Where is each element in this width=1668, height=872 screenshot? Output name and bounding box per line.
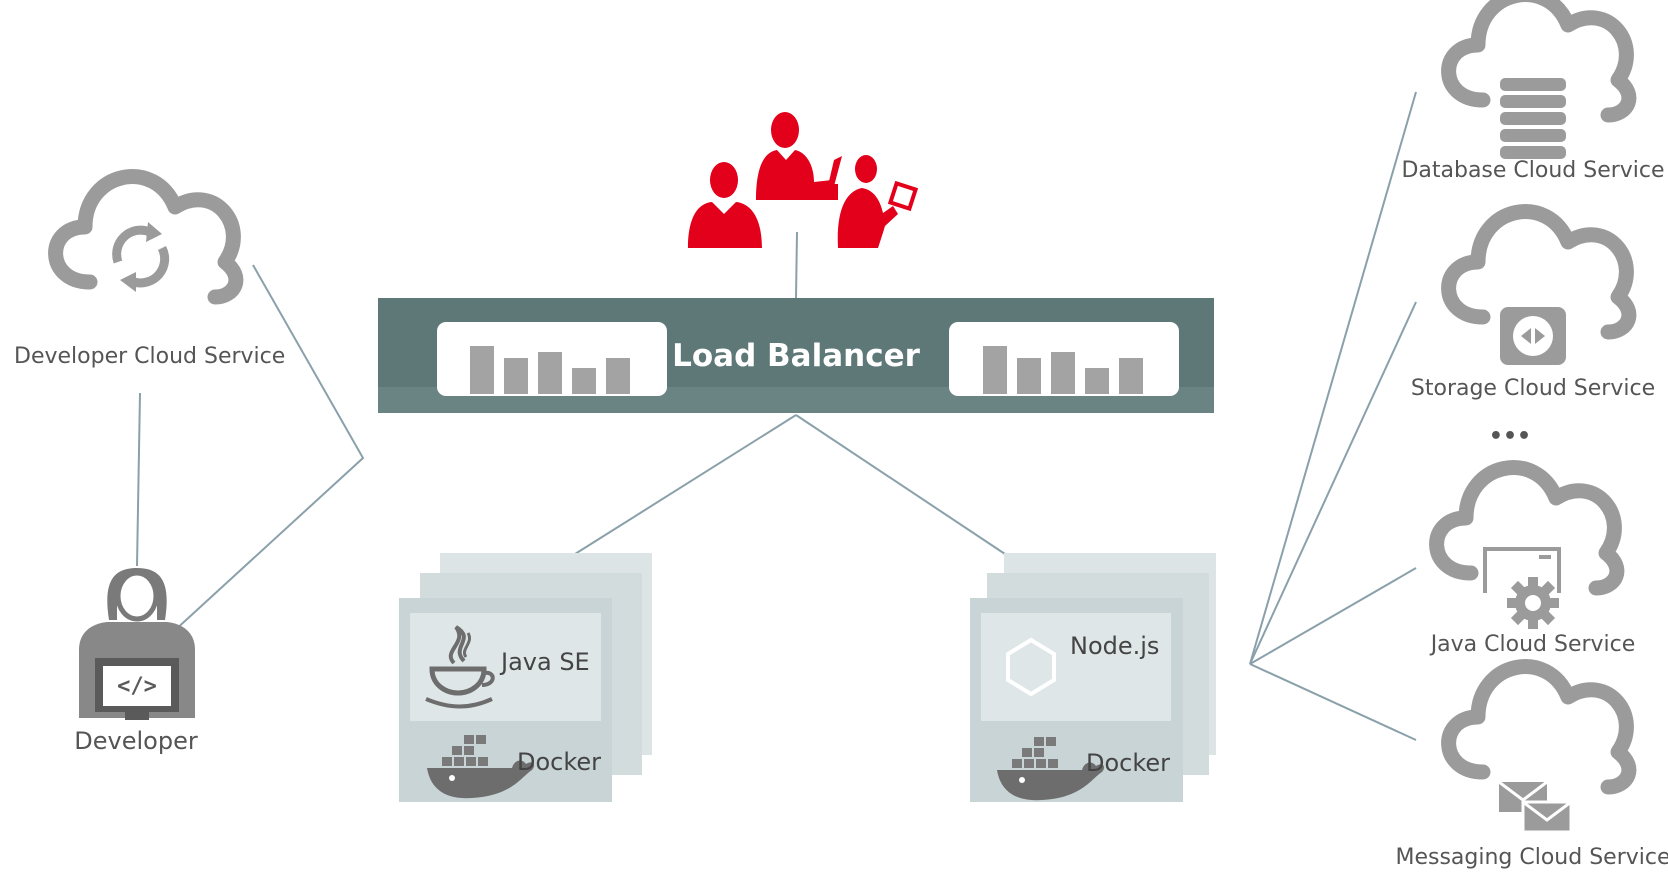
nodejs-hexagon-icon [1006,637,1056,697]
developer-icon: </> [79,568,195,720]
developer-cloud-service-label: Developer Cloud Service [14,344,286,369]
connector-users-lb [795,231,798,299]
connector-lines [136,91,1417,741]
node-stack [970,553,1216,802]
developer-label: Developer [74,727,198,755]
database-icon [1449,0,1629,159]
connector-hub-database [1249,91,1417,665]
load-balancer [378,298,1214,413]
gear-window-icon [1437,468,1617,629]
java-cloud-service-label: Java Cloud Service [1430,632,1636,657]
nodejs-label: Node.js [1070,632,1160,660]
connector-hub-storage [1249,301,1417,665]
java-cup-icon [425,625,495,709]
more-services-ellipsis: ••• [1488,424,1532,449]
connector-devcloud-developer [136,392,141,567]
storage-icon [1449,212,1629,365]
java-docker-label: Docker [517,748,602,776]
node-docker-label: Docker [1086,749,1171,777]
connector-lb-java [574,414,797,555]
messaging-cloud-service-label: Messaging Cloud Service [1395,845,1668,870]
cloud-sync-icon [56,177,236,297]
connector-hub-messaging [1249,663,1417,741]
envelopes-icon [1449,667,1629,834]
connector-lb-node [795,414,1006,555]
code-glyph: </> [117,674,157,699]
users-icon [688,112,919,248]
connector-hub-java [1249,567,1417,665]
java-stack [399,553,652,802]
storage-cloud-service-label: Storage Cloud Service [1410,376,1656,401]
connector-devcloud-developer-lb [172,264,365,633]
database-cloud-service-label: Database Cloud Service [1401,158,1665,183]
load-balancer-title: Load Balancer [672,338,920,374]
java-se-label: Java SE [501,648,590,676]
